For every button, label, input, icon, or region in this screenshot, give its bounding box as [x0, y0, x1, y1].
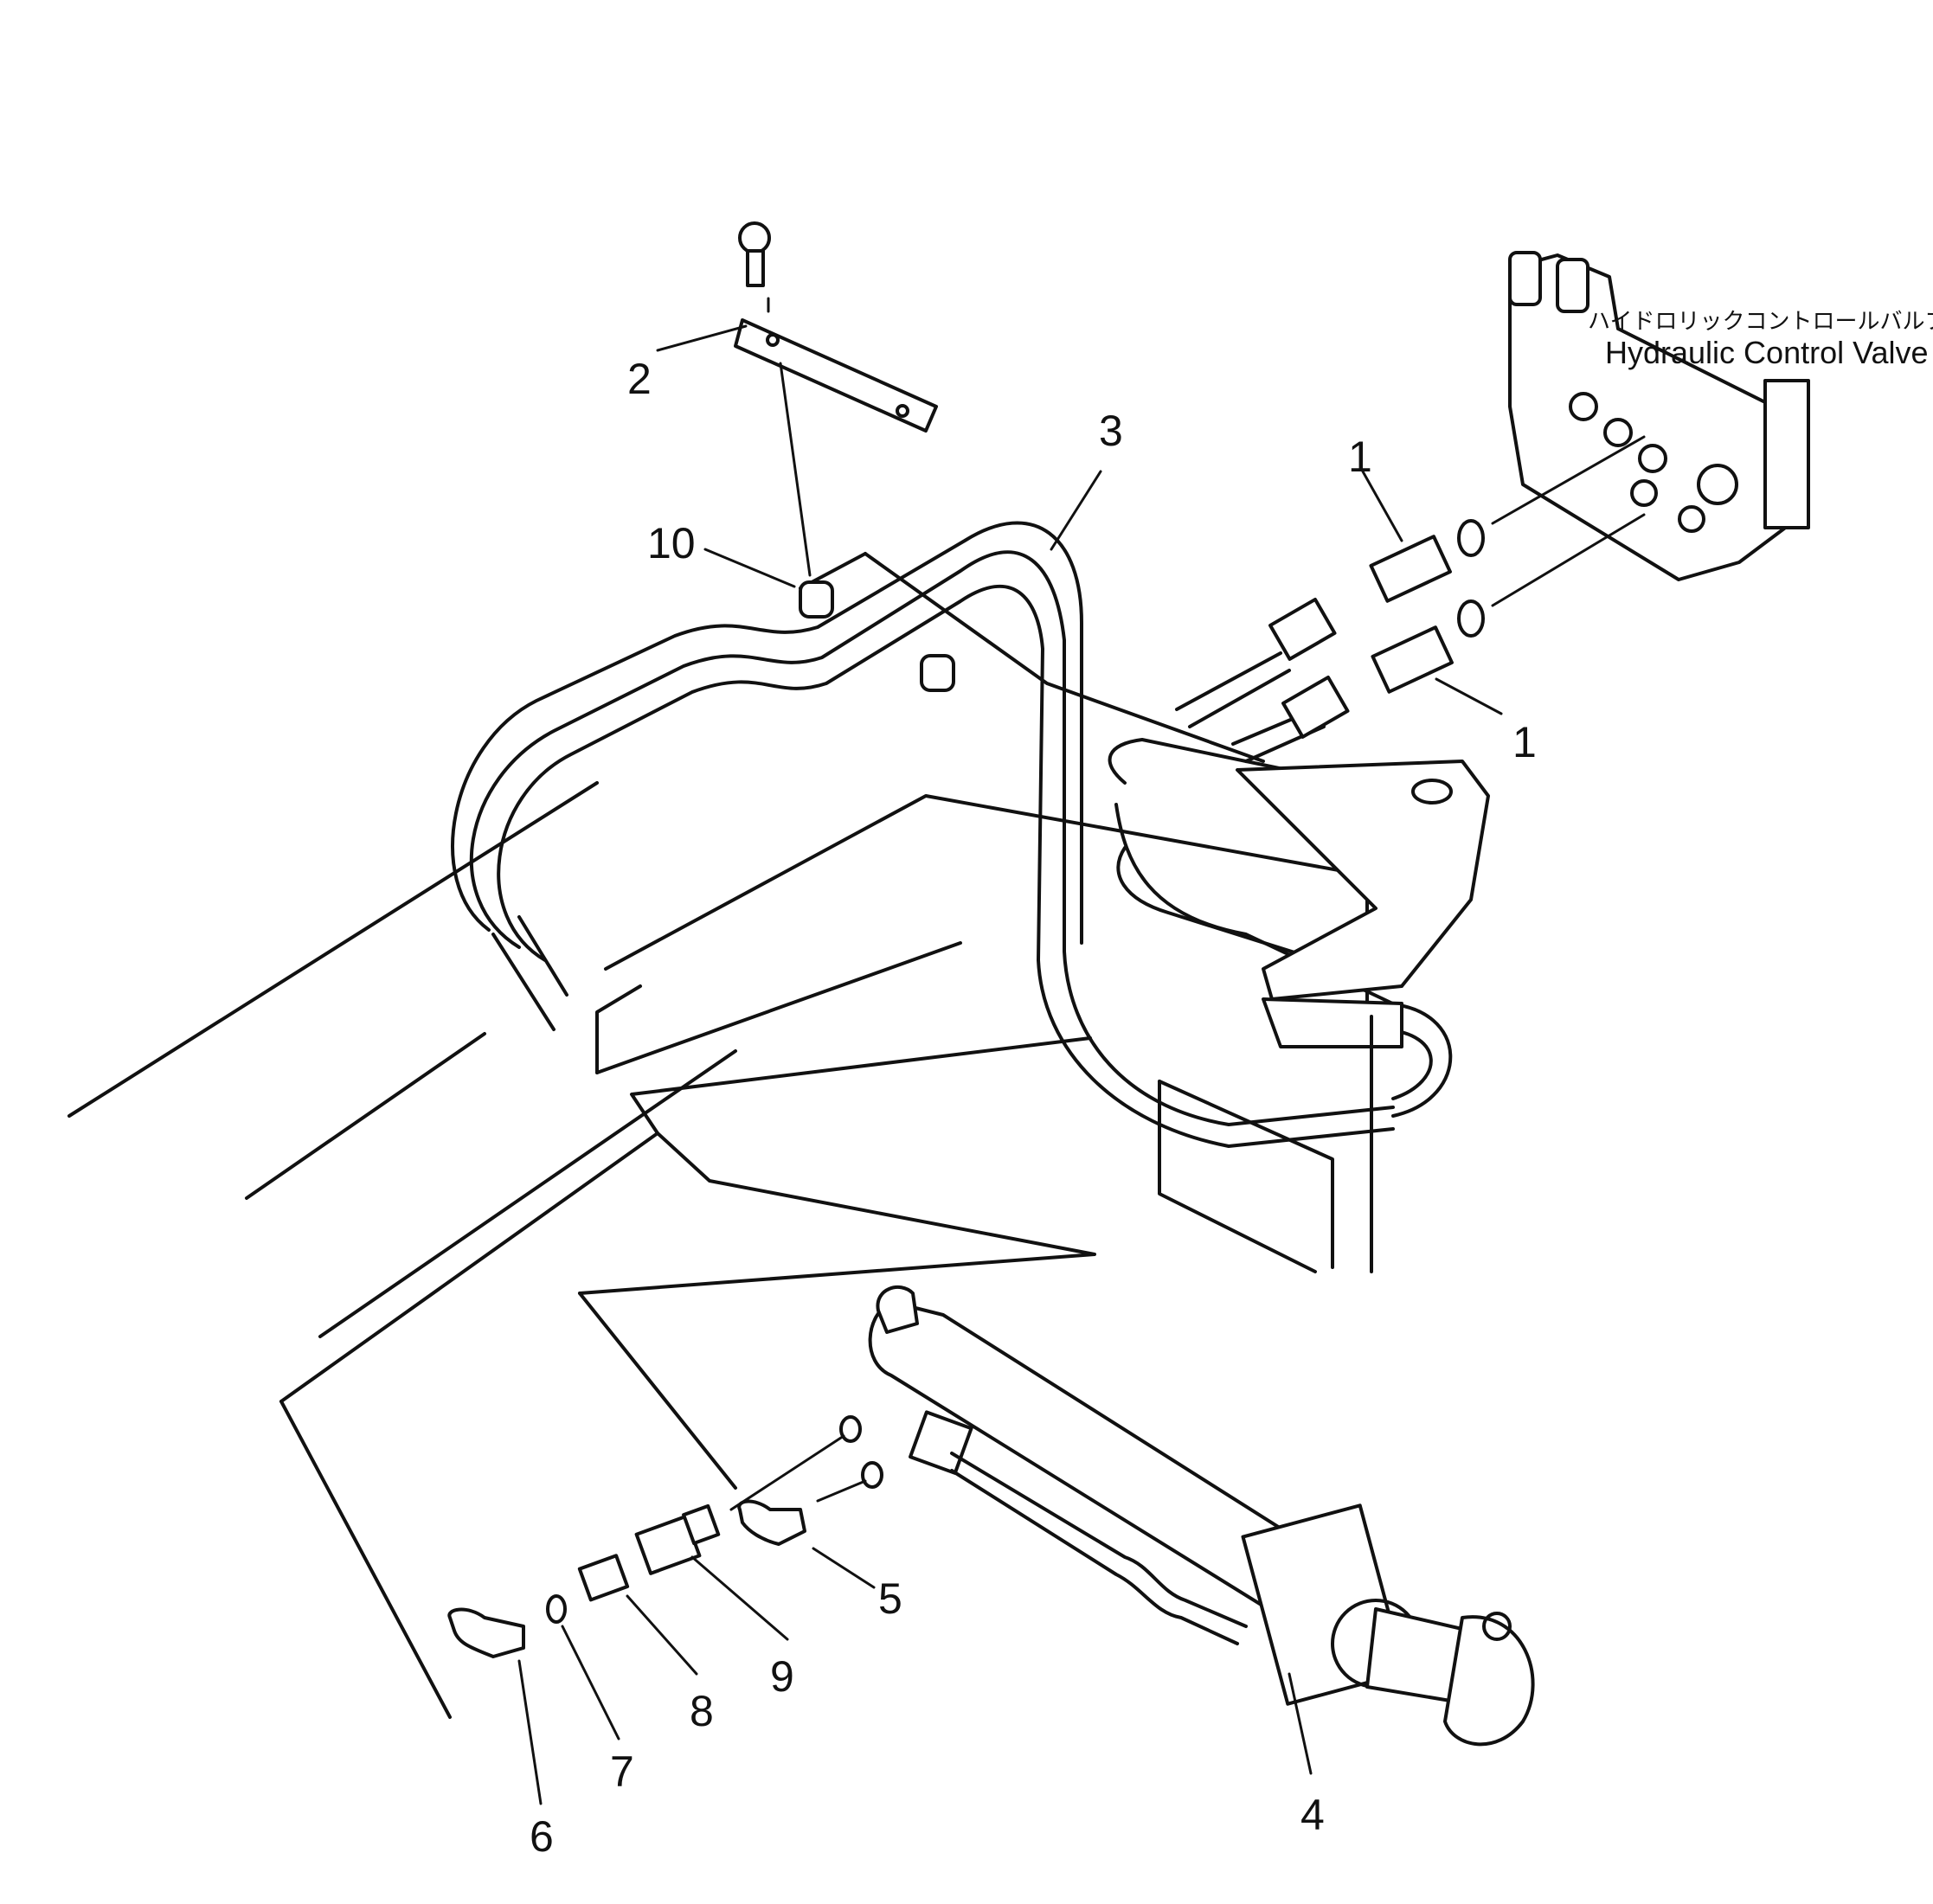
callouts: 1 1 2 3 4 5 6 7 8 9 10	[530, 355, 1537, 1861]
callout-9: 9	[770, 1652, 794, 1701]
mounting-bracket	[1236, 760, 1490, 1273]
callout-1-upper: 1	[1348, 433, 1372, 481]
steering-cylinder-4	[868, 1285, 1535, 1747]
callout-4: 4	[1300, 1791, 1325, 1839]
valve-label-english: Hydraulic Control Valve	[1605, 335, 1928, 370]
valve-label-japanese: ハイドロリックコントロールバルブ	[1588, 309, 1933, 335]
callout-2: 2	[627, 355, 652, 403]
hydraulic-control-valve	[1508, 251, 1810, 581]
valve-hoses	[1175, 597, 1350, 763]
callout-5: 5	[878, 1574, 902, 1623]
callout-7: 7	[610, 1747, 634, 1796]
steering-pipe-3	[451, 521, 1453, 1148]
valve-label: ハイドロリックコントロールバルブ Hydraulic Control Valve	[1588, 309, 1933, 370]
callout-1-lower: 1	[1512, 718, 1537, 766]
callout-8: 8	[690, 1687, 714, 1735]
chassis-frame	[67, 552, 1369, 1719]
callout-6: 6	[530, 1812, 554, 1861]
callout-3: 3	[1099, 407, 1123, 455]
callout-10: 10	[647, 519, 696, 567]
leader-lines	[517, 324, 1503, 1805]
fittings	[447, 221, 1646, 1658]
